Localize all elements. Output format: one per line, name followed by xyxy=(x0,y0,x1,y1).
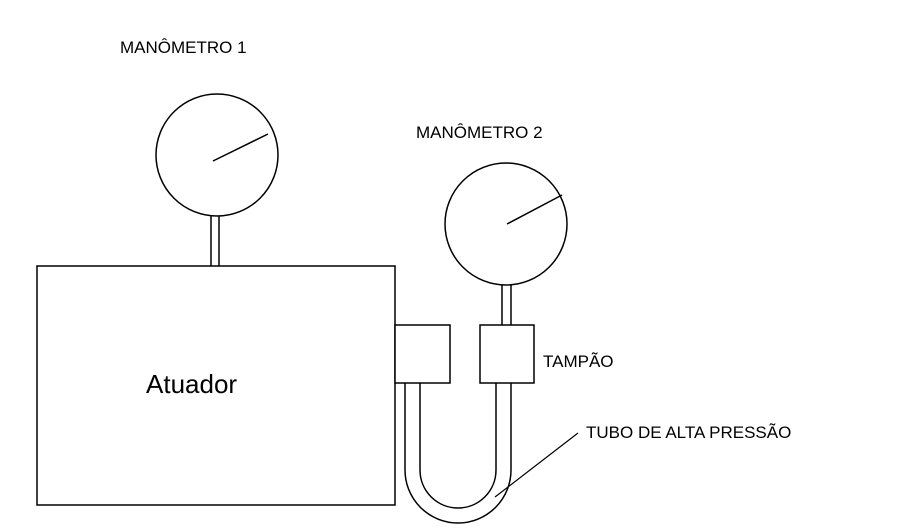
manometer-1 xyxy=(155,93,279,266)
manometer-1-needle xyxy=(212,133,269,162)
high-pressure-tube xyxy=(404,383,512,524)
tube-outer-wall xyxy=(404,383,512,524)
tube-label: TUBO DE ALTA PRESSÃO xyxy=(586,423,791,442)
plug-label: TAMPÃO xyxy=(543,352,614,371)
tube-inner-wall xyxy=(419,383,497,509)
manometer-2-needle xyxy=(506,194,563,225)
manometer-1-label: MANÔMETRO 1 xyxy=(120,38,247,57)
actuator-label: Atuador xyxy=(146,369,237,399)
actuator-fitting xyxy=(394,324,451,384)
actuator-box xyxy=(36,265,396,506)
manometer-1-dial xyxy=(155,93,279,217)
manometer-2-dial xyxy=(444,162,568,286)
manometer-2-label: MANÔMETRO 2 xyxy=(416,123,543,142)
tube-leader-line xyxy=(494,432,579,498)
manometer-2 xyxy=(444,162,568,325)
plug-fitting xyxy=(479,324,535,384)
